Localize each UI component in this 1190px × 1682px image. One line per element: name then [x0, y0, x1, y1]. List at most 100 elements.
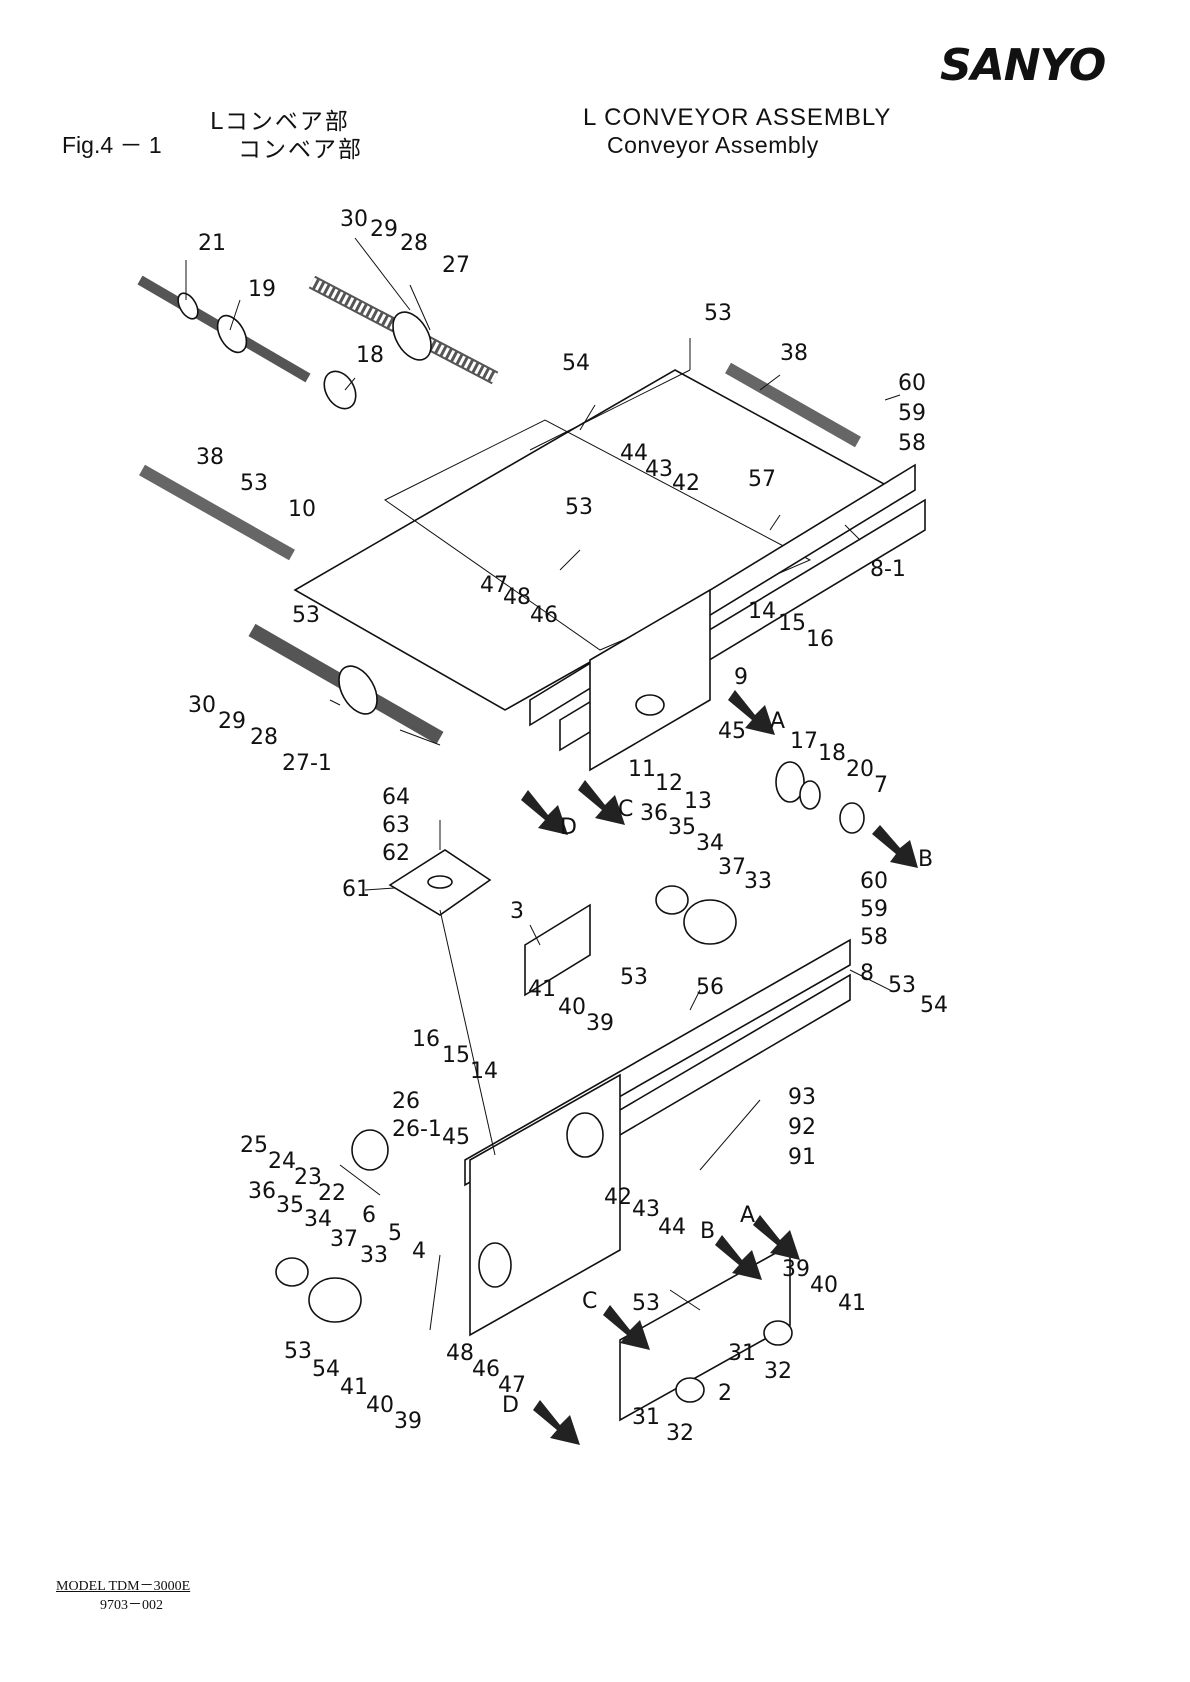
callout: 59 [860, 897, 888, 922]
callout: 18 [356, 343, 384, 368]
callout: 93 [788, 1085, 816, 1110]
callout: 45 [442, 1125, 470, 1150]
callout: 33 [744, 869, 772, 894]
callout: 39 [586, 1011, 614, 1036]
callout: 28 [400, 231, 428, 256]
callout: 8-1 [870, 557, 906, 582]
callout: 40 [366, 1393, 394, 1418]
callout: 32 [764, 1359, 792, 1384]
callout: 5 [388, 1221, 402, 1246]
callout: 29 [370, 217, 398, 242]
callout: 53 [888, 973, 916, 998]
callout: 53 [292, 603, 320, 628]
callout: 21 [198, 231, 226, 256]
callout: 53 [632, 1291, 660, 1316]
title-english-1: L CONVEYOR ASSEMBLY [583, 104, 892, 131]
callout: D [560, 815, 577, 840]
callout: 48 [446, 1341, 474, 1366]
callout: 61 [342, 877, 370, 902]
callout: 41 [340, 1375, 368, 1400]
callout: 6 [362, 1203, 376, 1228]
callout: 9 [734, 665, 748, 690]
callout: 91 [788, 1145, 816, 1170]
callout: 39 [782, 1257, 810, 1282]
arrow-a-upper [728, 690, 775, 735]
callout: 33 [360, 1243, 388, 1268]
ball-screw-left [137, 275, 311, 383]
flange-33-lower [308, 1277, 362, 1323]
frame-2 [619, 1243, 791, 1422]
callout: 30 [188, 693, 216, 718]
callout: D [502, 1393, 519, 1418]
bracket-3 [524, 903, 591, 997]
callout: 45 [718, 719, 746, 744]
callout: C [582, 1289, 597, 1314]
callout: 53 [620, 965, 648, 990]
callout: 36 [640, 801, 668, 826]
callout: 13 [684, 789, 712, 814]
callout: 44 [658, 1215, 686, 1240]
shaft-38-left [139, 464, 295, 561]
callout: 23 [294, 1165, 322, 1190]
title-japanese-1: Lコンベア部 [210, 109, 350, 135]
callout: 48 [503, 585, 531, 610]
callout: 2 [718, 1381, 732, 1406]
callout: 36 [248, 1179, 276, 1204]
arrow-b-upper [872, 825, 918, 868]
document-number: 9703－002 [100, 1598, 163, 1613]
callout: 14 [470, 1059, 498, 1084]
callout: 10 [288, 497, 316, 522]
callout: 34 [304, 1207, 332, 1232]
callout: 16 [412, 1027, 440, 1052]
figure-number: Fig.4 － 1 [62, 132, 162, 158]
callout: 56 [696, 975, 724, 1000]
callout: 27-1 [282, 751, 332, 776]
model-number: MODEL TDM－3000E [56, 1579, 191, 1594]
callout: 41 [838, 1291, 866, 1316]
callout: 31 [632, 1405, 660, 1430]
callout: 54 [312, 1357, 340, 1382]
callout: 17 [790, 729, 818, 754]
callout: 3 [510, 899, 524, 924]
callout: 16 [806, 627, 834, 652]
callout: 41 [528, 977, 556, 1002]
callout: A [740, 1203, 755, 1228]
callout: A [770, 709, 785, 734]
callout: 60 [898, 371, 926, 396]
callout: 24 [268, 1149, 296, 1174]
title-english-2: Conveyor Assembly [607, 132, 819, 158]
callout: 58 [860, 925, 888, 950]
callout: B [700, 1219, 715, 1244]
callout: 38 [780, 341, 808, 366]
sanyo-logo: SANYO [940, 40, 1106, 91]
callout: 22 [318, 1181, 346, 1206]
callout: 15 [442, 1043, 470, 1068]
bearing-18 [323, 370, 357, 410]
ball-screw-lower [248, 623, 444, 745]
callout: 28 [250, 725, 278, 750]
callout: 92 [788, 1115, 816, 1140]
callout: 53 [240, 471, 268, 496]
callout: 63 [382, 813, 410, 838]
callout-labels: 30 29 28 27 21 19 18 53 38 54 60 59 58 3… [188, 207, 948, 1446]
callout: 42 [672, 471, 700, 496]
callout: 11 [628, 757, 656, 782]
callout: 42 [604, 1185, 632, 1210]
callout: 39 [394, 1409, 422, 1434]
arrow-d-upper [521, 790, 568, 835]
arrow-c-lower [603, 1305, 650, 1350]
callout: 43 [645, 457, 673, 482]
callout: 37 [330, 1227, 358, 1252]
callout: 34 [696, 831, 724, 856]
callout: 8 [860, 961, 874, 986]
ball-screw-upper [308, 275, 499, 385]
callout: 25 [240, 1133, 268, 1158]
arrow-b-lower [715, 1235, 762, 1280]
callout: 58 [898, 431, 926, 456]
callout: C [618, 797, 633, 822]
callout: 35 [668, 815, 696, 840]
callout: 44 [620, 441, 648, 466]
callout: 46 [530, 603, 558, 628]
callout: 7 [874, 773, 888, 798]
callout: 15 [778, 611, 806, 636]
